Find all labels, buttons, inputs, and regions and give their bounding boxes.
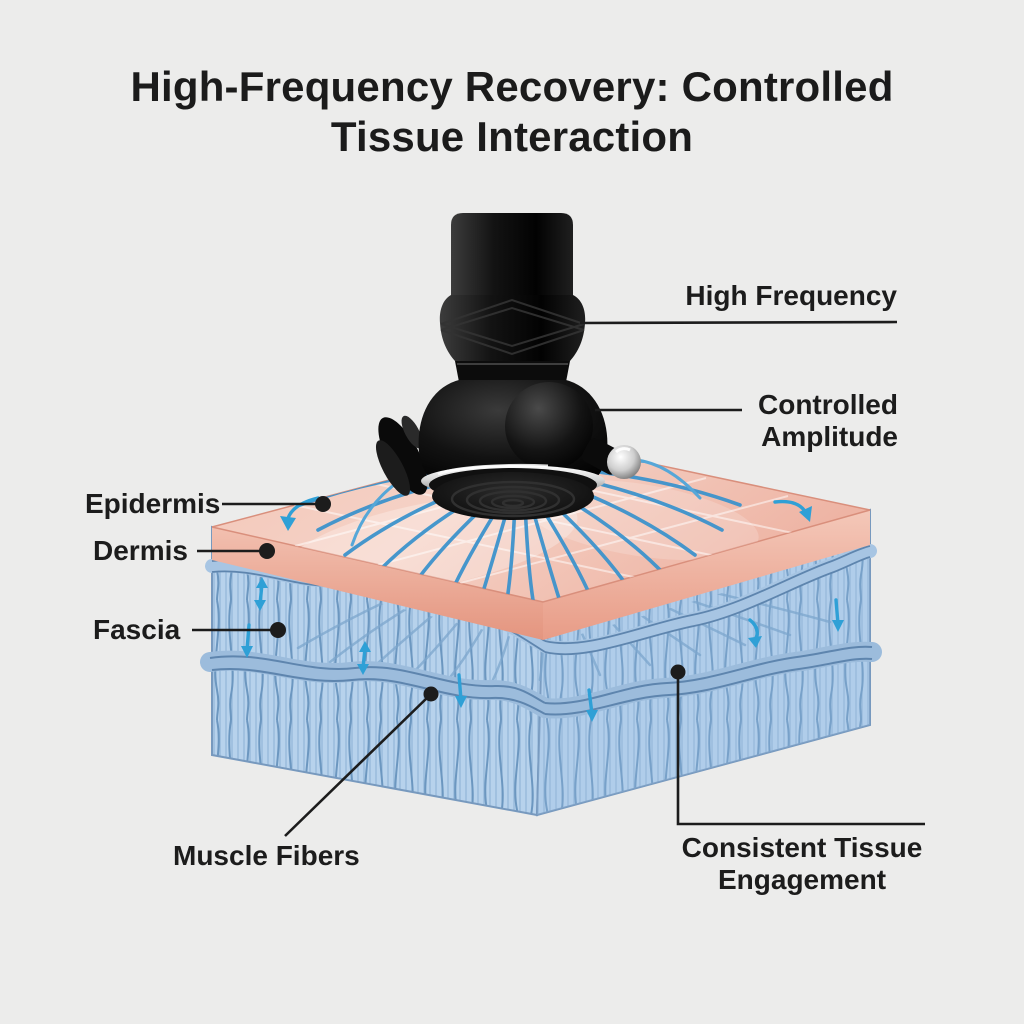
- page-title-line1: High-Frequency Recovery: Controlled: [130, 63, 894, 110]
- leader-muscle-fibers: [284, 694, 431, 837]
- foot-grooves: [450, 480, 576, 518]
- device-shaft: [451, 213, 573, 298]
- fascia-band: [200, 641, 882, 719]
- label-epidermis: Epidermis: [85, 488, 221, 519]
- epidermis-side-left: [212, 527, 543, 640]
- leader-consistent-engagement: [676, 674, 925, 826]
- device-knurl-ring: [439, 295, 586, 361]
- label-controlled-amplitude: Controlled Amplitude: [758, 389, 898, 453]
- device-side-sphere: [505, 382, 593, 470]
- leader-high-frequency: [579, 320, 898, 325]
- device-neck: [455, 361, 570, 382]
- dot-fascia: [270, 622, 286, 638]
- dot-epidermis: [315, 496, 331, 512]
- leader-lines: [192, 320, 925, 837]
- label-amplitude: Amplitude: [761, 421, 898, 453]
- label-consistent-tissue: Consistent Tissue: [681, 832, 923, 863]
- page-title-line2: Tissue Interaction: [330, 112, 694, 160]
- label-engagement: Engagement: [717, 864, 887, 896]
- label-consistent-engagement: Consistent Tissue Engagement: [640, 832, 964, 896]
- tissue-block: [200, 439, 882, 817]
- dot-dermis: [259, 543, 275, 559]
- dot-muscle-fibers: [423, 686, 439, 702]
- page-title: High-Frequency Recovery: Controlled Tiss…: [0, 62, 1024, 161]
- label-controlled: Controlled: [758, 389, 898, 420]
- label-muscle-fibers: Muscle Fibers: [173, 840, 360, 871]
- black-pointer-dot-icons: [259, 496, 686, 702]
- knurl-pattern: [440, 298, 585, 356]
- massage-gun-head-icon: [375, 213, 641, 520]
- epidermis-side-right: [543, 510, 870, 640]
- device-left-knob: [375, 415, 428, 496]
- device-right-knob: [581, 438, 641, 479]
- label-dermis: Dermis: [93, 535, 188, 566]
- label-fascia: Fascia: [93, 614, 181, 645]
- dot-consistent-engagement: [670, 664, 686, 680]
- label-high-frequency: High Frequency: [685, 280, 897, 311]
